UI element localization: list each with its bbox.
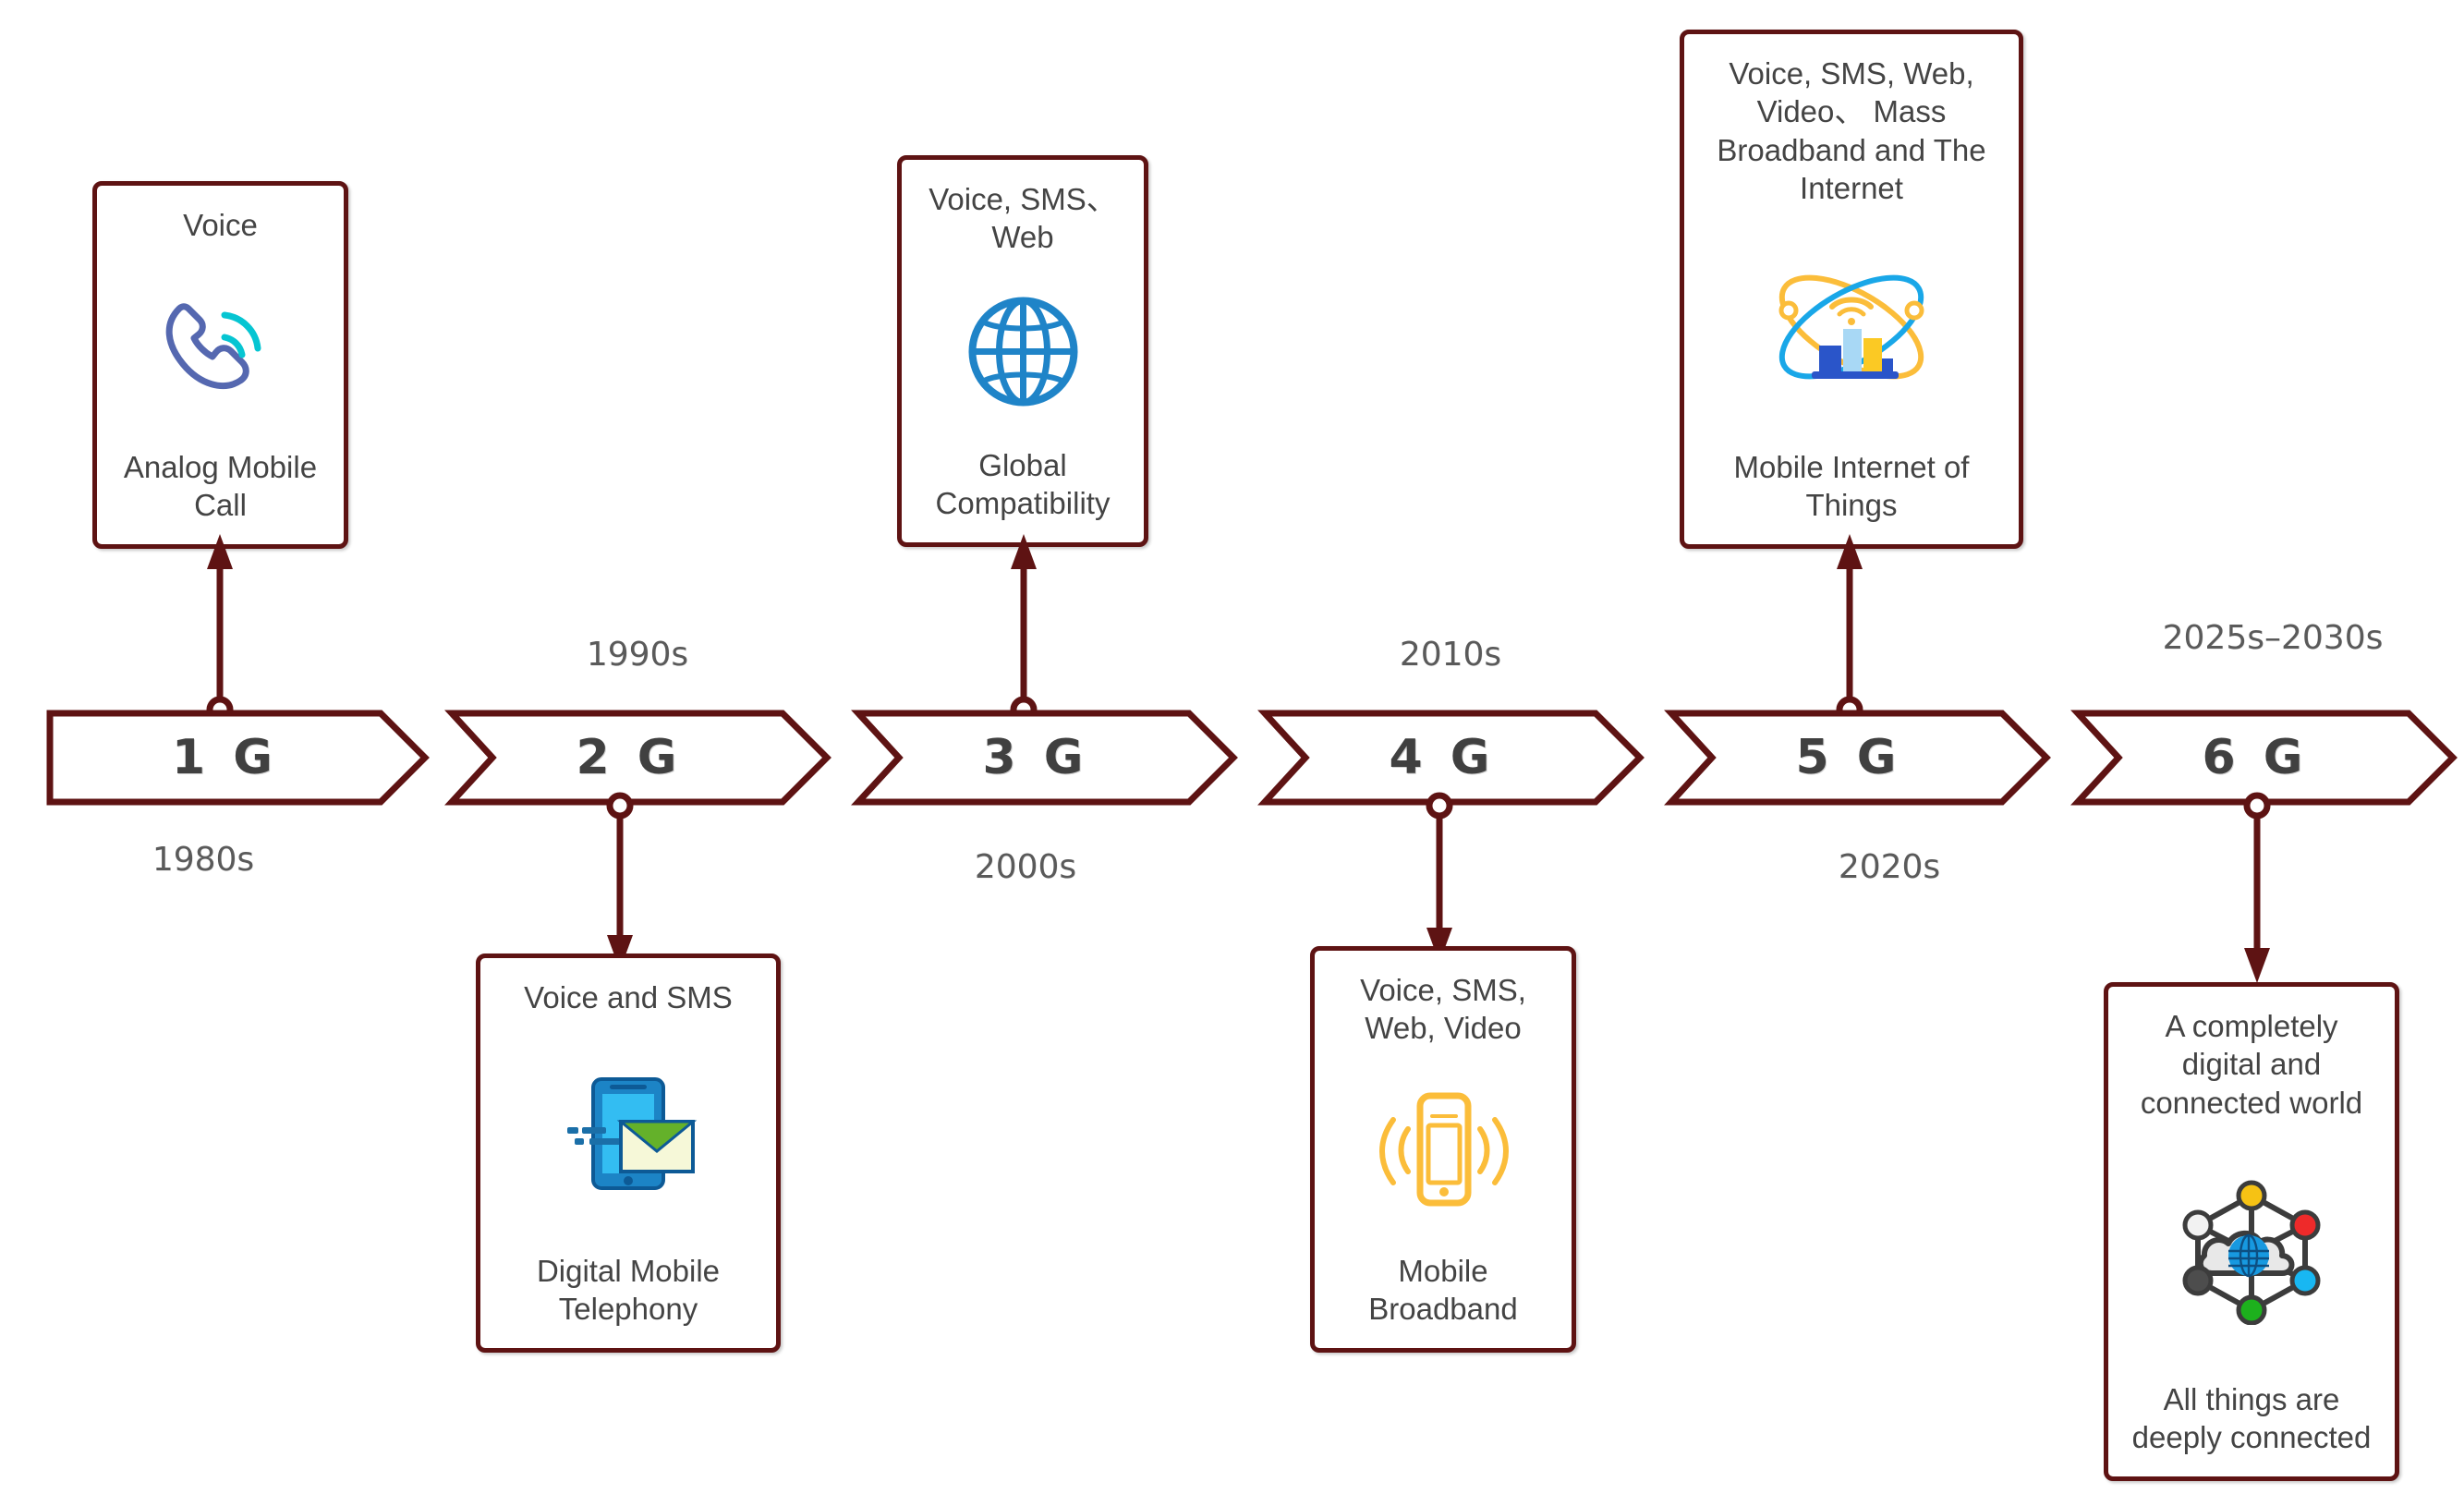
card-4g-bottom-text: Mobile Broadband: [1368, 1253, 1518, 1326]
card-3g-top-text: Voice, SMS、Web: [929, 182, 1117, 255]
chevron-5g-label: 5 G: [1795, 730, 1902, 785]
card-1g[interactable]: Voice Analog Mobile Call: [92, 181, 348, 549]
card-4g[interactable]: Voice, SMS, Web, Video Mobile Broadband: [1310, 946, 1576, 1353]
connector-1g: [203, 534, 237, 723]
connector-3g: [1007, 534, 1040, 723]
chevron-4g-label: 4 G: [1389, 730, 1496, 785]
card-2g[interactable]: Voice and SMS Digital Mobile Telephony: [476, 953, 781, 1353]
chevron-6g-label: 6 G: [2202, 730, 2309, 785]
chevron-1g[interactable]: 1 G: [46, 710, 430, 806]
card-3g-bottom-text: Global Compatibility: [935, 447, 1111, 520]
card-5g-top-text: Voice, SMS, Web, Video、 Mass Broadband a…: [1717, 56, 1986, 205]
chevron-2g[interactable]: 2 G: [444, 710, 836, 806]
chevron-4g[interactable]: 4 G: [1257, 710, 1649, 806]
chevron-3g-label: 3 G: [982, 730, 1089, 785]
chevron-5g[interactable]: 5 G: [1664, 710, 2056, 806]
card-6g-bottom-text: All things are deeply connected: [2131, 1381, 2372, 1454]
year-2g: 1990s: [586, 636, 689, 674]
card-6g[interactable]: A completely digital and connected world: [2104, 982, 2399, 1481]
year-4g: 2010s: [1399, 636, 1502, 674]
globe-icon: [965, 294, 1081, 409]
chevron-2g-label: 2 G: [576, 730, 683, 785]
connector-5g: [1833, 534, 1866, 723]
card-1g-top-text: Voice: [183, 208, 258, 242]
year-1g: 1980s: [152, 841, 255, 879]
connector-2g: [603, 792, 637, 970]
card-1g-bottom-text: Analog Mobile Call: [123, 449, 318, 522]
card-4g-top-text: Voice, SMS, Web, Video: [1360, 973, 1526, 1046]
iot-orbit-chart-icon: [1764, 253, 1939, 401]
connector-6g: [2240, 792, 2274, 983]
card-5g-bottom-text: Mobile Internet of Things: [1733, 449, 1970, 522]
card-6g-top-text: A completely digital and connected world: [2140, 1009, 2363, 1120]
year-5g: 2020s: [1838, 848, 1941, 886]
card-3g[interactable]: Voice, SMS、Web Global Compatibility: [897, 155, 1148, 547]
phone-sms-envelope-icon: [554, 1074, 702, 1194]
connector-4g: [1423, 792, 1456, 963]
chevron-6g[interactable]: 6 G: [2070, 710, 2462, 806]
connected-cloud-network-icon: [2173, 1177, 2330, 1325]
card-2g-bottom-text: Digital Mobile Telephony: [536, 1253, 721, 1326]
year-3g: 2000s: [974, 848, 1077, 886]
vibrating-smartphone-icon: [1369, 1085, 1517, 1214]
year-6g: 2025s–2030s: [2162, 619, 2384, 657]
card-2g-top-text: Voice and SMS: [524, 980, 733, 1014]
chevron-1g-label: 1 G: [172, 730, 278, 785]
phone-call-icon: [152, 288, 290, 404]
chevron-3g[interactable]: 3 G: [851, 710, 1243, 806]
card-5g[interactable]: Voice, SMS, Web, Video、 Mass Broadband a…: [1680, 30, 2023, 549]
